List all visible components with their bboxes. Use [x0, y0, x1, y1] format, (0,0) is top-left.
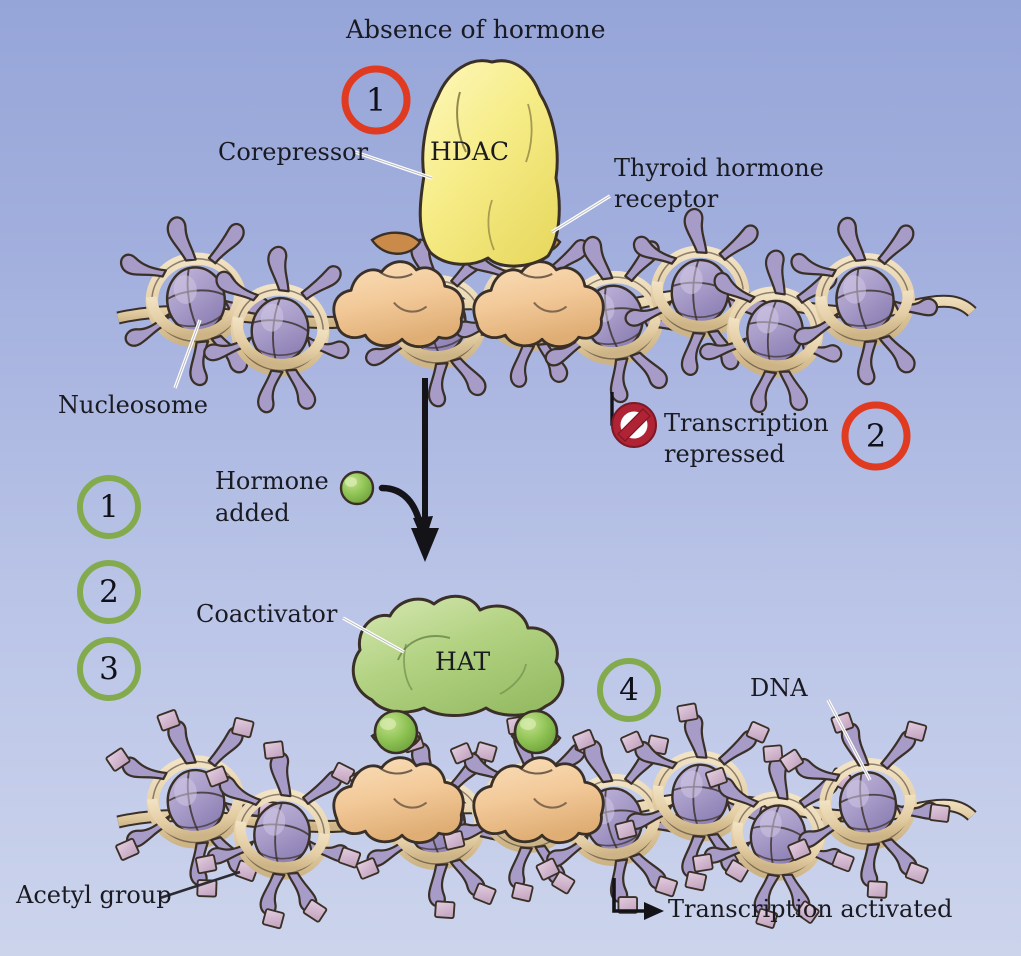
- hormone-added-line1: Hormone: [215, 467, 329, 495]
- step-badge-red-1-number: 1: [365, 81, 387, 119]
- hdac-corepressor-blob: [418, 59, 561, 268]
- down-arrow-icon: [411, 378, 439, 562]
- step-badge-green-3-number: 3: [99, 651, 119, 687]
- step-badge-red-2[interactable]: [838, 398, 914, 474]
- step-badge-green-2-number: 2: [99, 574, 119, 610]
- step-badge-green-3[interactable]: [74, 634, 144, 704]
- hormone-added-line2: added: [215, 499, 290, 527]
- leader-receptor: [551, 194, 611, 234]
- hdac-label: HDAC: [430, 137, 510, 166]
- leader-coactivator: [342, 616, 405, 654]
- bound-hormone-left: [373, 709, 419, 755]
- page-title: Absence of hormone: [346, 15, 606, 44]
- leader-acetyl: [159, 870, 241, 900]
- transcription-repressed-line2: repressed: [664, 440, 785, 468]
- step-badge-green-1[interactable]: [74, 472, 144, 542]
- leader-nucleosome: [173, 319, 202, 389]
- receptor-label-line1: Thyroid hormone: [614, 154, 824, 182]
- acetyl-group-label: Acetyl group: [16, 881, 172, 909]
- hormone-sphere-icon: [339, 470, 375, 506]
- step-badge-green-4-number: 4: [619, 672, 639, 708]
- step-badge-red-2-number: 2: [865, 417, 887, 455]
- receptor-notch-left: [370, 231, 422, 255]
- thyroid-hormone-receptor-top-left: [332, 260, 465, 349]
- corepressor-label: Corepressor: [218, 138, 369, 166]
- leader-corepressor: [354, 150, 433, 180]
- bound-hormone-right: [513, 709, 559, 755]
- transcription-repressed-line1: Transcription: [664, 409, 829, 437]
- receptor-label-line2: receptor: [614, 185, 719, 213]
- hat-label: HAT: [435, 647, 491, 676]
- coactivator-label: Coactivator: [196, 600, 338, 628]
- leader-dna: [826, 699, 872, 781]
- nucleosome-label: Nucleosome: [58, 391, 208, 419]
- hat-coactivator-blob: [351, 594, 565, 717]
- no-entry-icon: [611, 402, 657, 448]
- step-badge-green-4[interactable]: [594, 655, 664, 725]
- step-badge-red-1[interactable]: [338, 62, 414, 138]
- step-badge-green-2[interactable]: [74, 557, 144, 627]
- step-badge-green-1-number: 1: [99, 489, 119, 525]
- elbow-arrow-icon: [612, 878, 664, 920]
- transcription-activated-label: Transcription activated: [668, 895, 953, 923]
- dna-label: DNA: [750, 674, 808, 702]
- curved-arrow-icon: [378, 484, 433, 544]
